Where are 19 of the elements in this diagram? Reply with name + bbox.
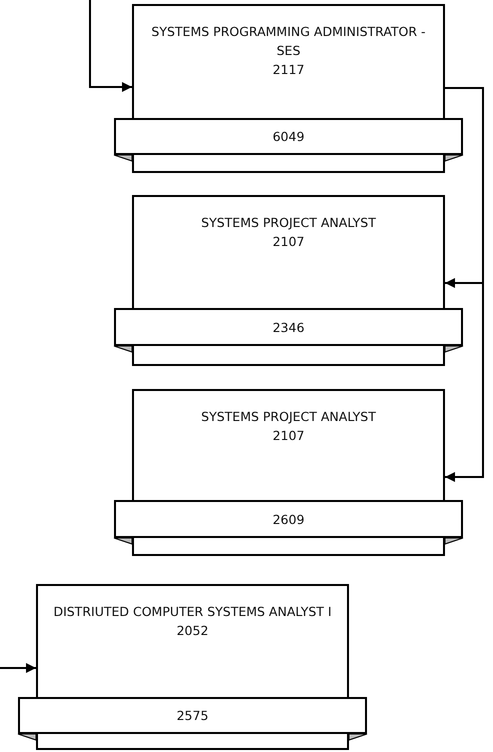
job-title: SYSTEMS PROJECT ANALYST xyxy=(201,214,376,232)
connector-arrow xyxy=(0,663,36,673)
position-number: 2609 xyxy=(272,510,304,528)
job-code: 2107 xyxy=(272,427,304,445)
job-code: 2107 xyxy=(272,233,304,251)
number-banner xyxy=(114,500,463,538)
job-title: DISTRIUTED COMPUTER SYSTEMS ANALYST I xyxy=(53,603,332,621)
connector-arrow xyxy=(445,87,484,482)
number-banner xyxy=(114,308,463,346)
number-banner xyxy=(114,118,463,155)
position-number: 2346 xyxy=(272,318,304,336)
number-banner xyxy=(18,697,367,734)
position-number: 6049 xyxy=(272,128,304,146)
connector-arrow xyxy=(89,0,132,92)
job-title: SYSTEMS PROGRAMMING ADMINISTRATOR - SES xyxy=(150,23,427,60)
position-number: 2575 xyxy=(176,707,208,725)
job-code: 2117 xyxy=(272,61,304,79)
job-title: SYSTEMS PROJECT ANALYST xyxy=(201,408,376,426)
job-code: 2052 xyxy=(176,622,208,640)
